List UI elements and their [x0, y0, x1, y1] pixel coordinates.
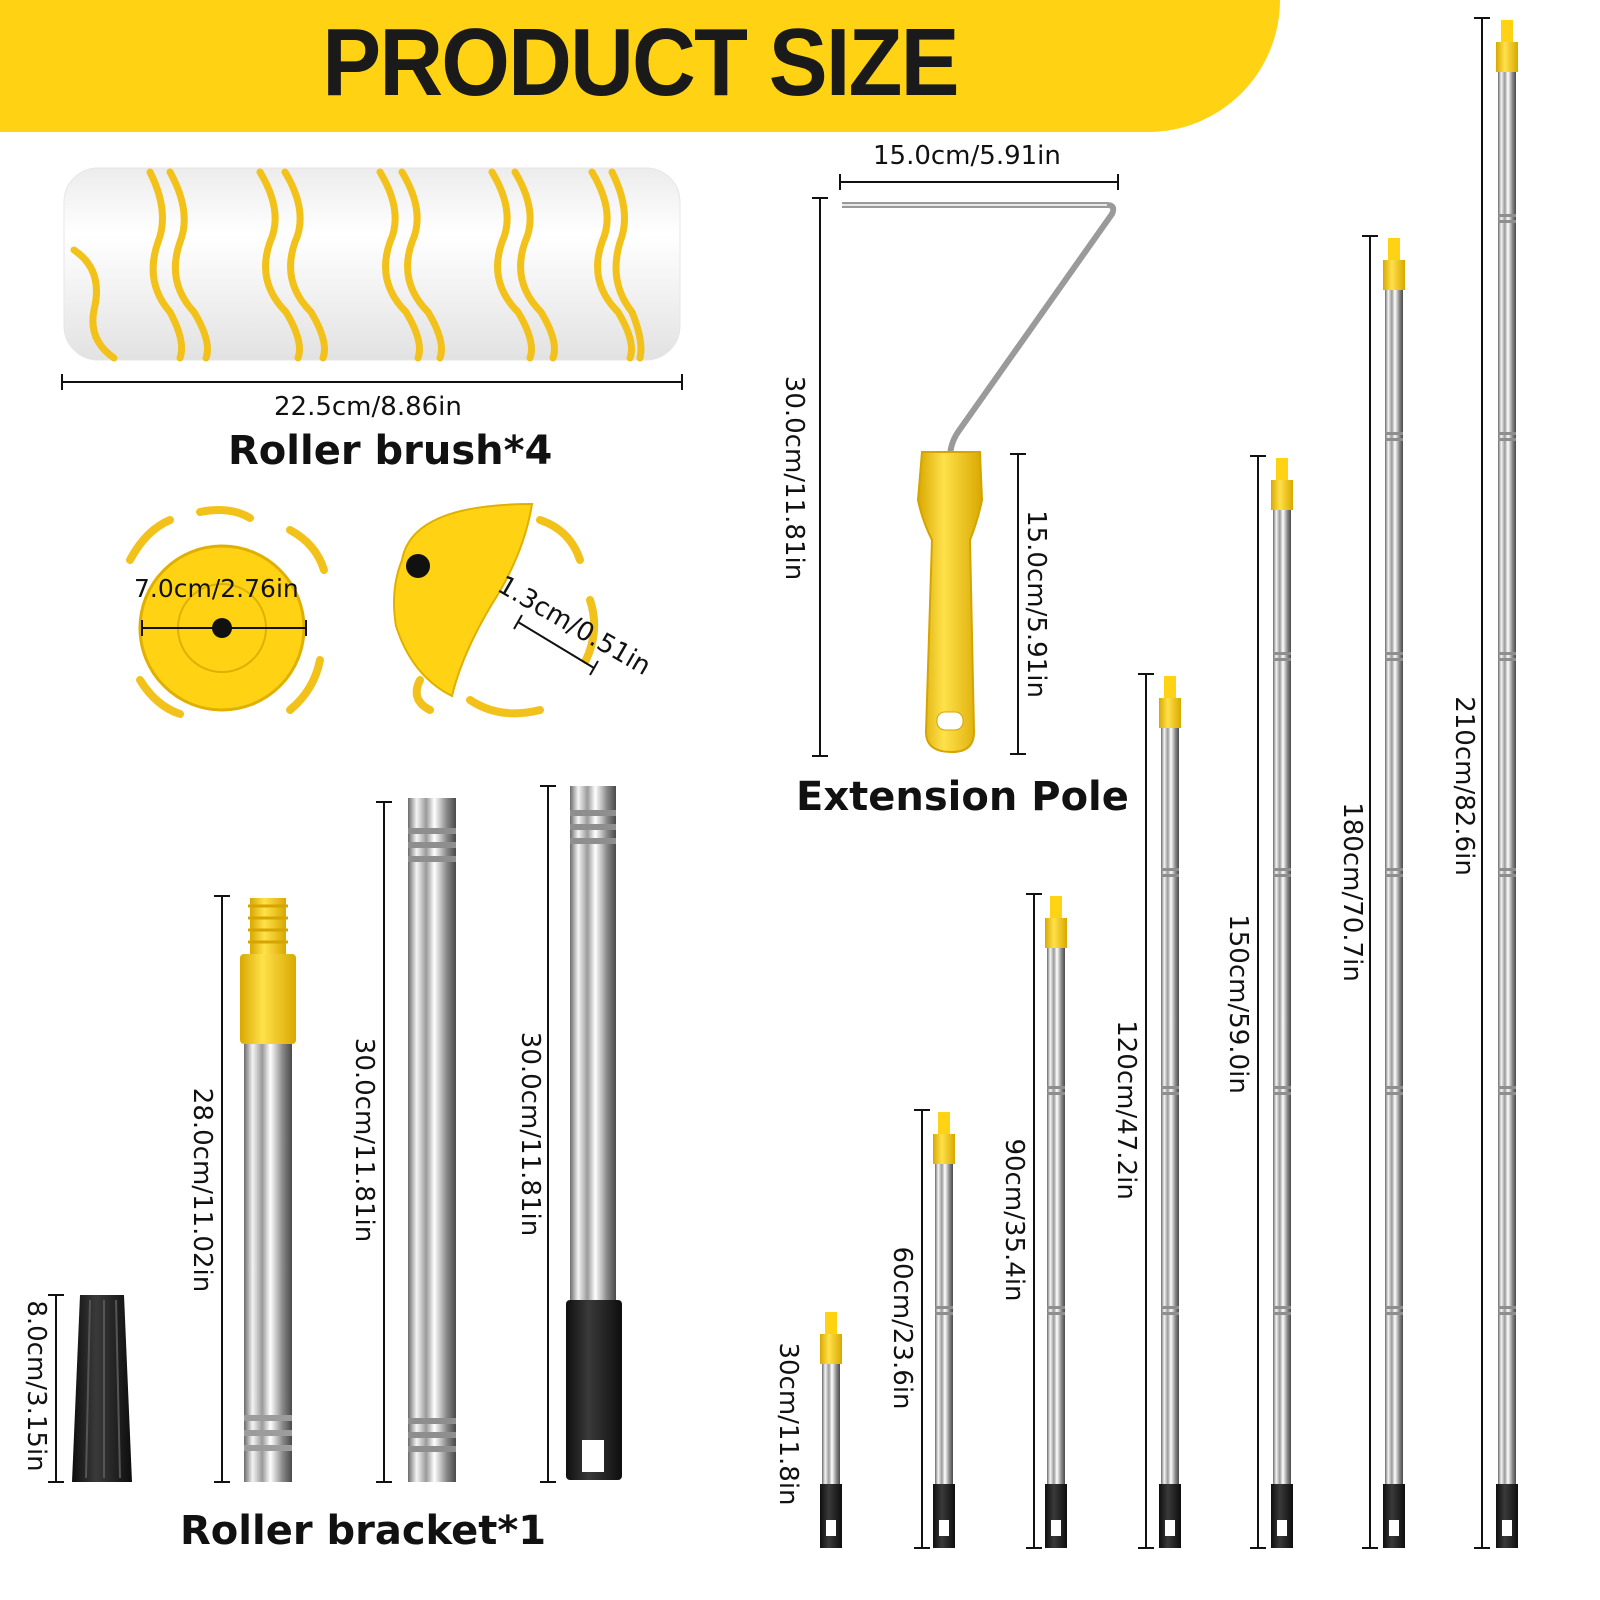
pole-90cm-label: 90cm/35.4in: [999, 1138, 1029, 1302]
bracket-part-2-label: 30.0cm/11.81in: [349, 1037, 379, 1243]
roller-brush-image: [63, 167, 681, 362]
pole-60cm-label: 60cm/23.6in: [887, 1246, 917, 1410]
bracket-part-1-label: 28.0cm/11.02in: [187, 1087, 217, 1293]
bracket-part-2-image: [408, 798, 456, 1482]
pole-210cm-label: 210cm/82.6in: [1449, 696, 1479, 876]
roller-length-label: 22.5cm/8.86in: [274, 392, 462, 422]
pole-180cm-label: 180cm/70.7in: [1337, 802, 1367, 982]
bracket-cap-label: 8.0cm/3.15in: [21, 1300, 51, 1472]
roller-frame-image: [842, 202, 1117, 754]
frame-width-label: 15.0cm/5.91in: [873, 141, 1061, 171]
bracket-part-3-image: [566, 786, 622, 1480]
extension-pole-title: Extension Pole: [796, 774, 1129, 820]
bracket-part-3-label: 30.0cm/11.81in: [515, 1031, 545, 1237]
frame-handle-label: 15.0cm/5.91in: [1021, 510, 1051, 698]
roller-end-view-nap: [388, 502, 612, 732]
header-banner: [0, 0, 1280, 132]
pole-150cm-label: 150cm/59.0in: [1223, 914, 1253, 1094]
bracket-part-1-image: [240, 898, 296, 1482]
bracket-cap-image: [72, 1295, 132, 1482]
page-title: PRODUCT SIZE: [322, 9, 959, 116]
roller-bracket-title: Roller bracket*1: [180, 1508, 547, 1554]
roller-brush-title: Roller brush*4: [228, 428, 553, 474]
roller-end-view-diameter: [110, 506, 342, 738]
roller-diameter-label: 7.0cm/2.76in: [134, 574, 299, 603]
frame-height-label: 30.0cm/11.81in: [779, 375, 809, 581]
pole-30cm-label: 30cm/11.8in: [773, 1342, 803, 1506]
pole-120cm-label: 120cm/47.2in: [1111, 1020, 1141, 1200]
extension-poles-image: [820, 20, 1518, 1548]
